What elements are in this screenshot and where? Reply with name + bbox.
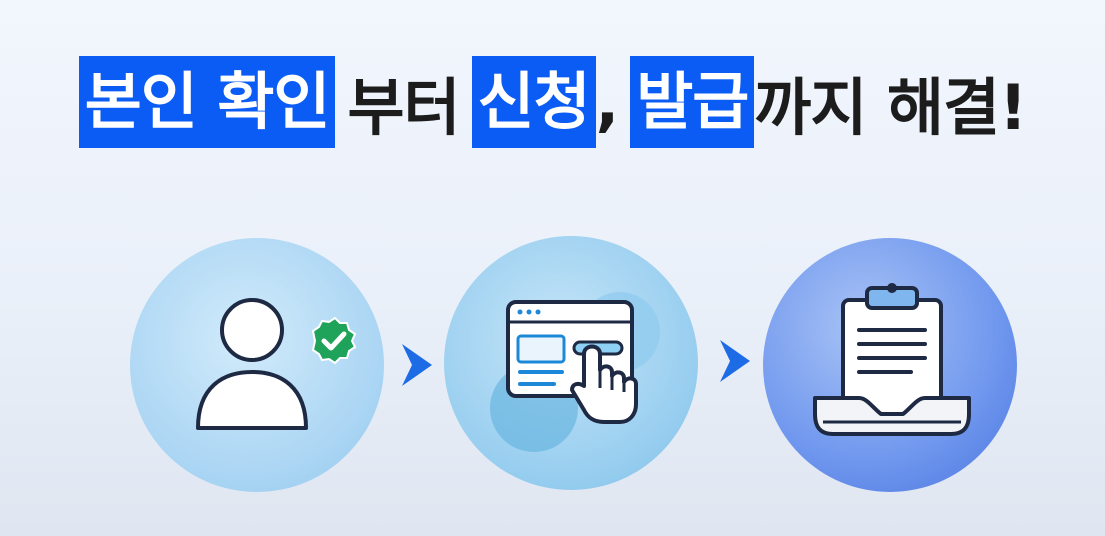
step-identity-circle — [130, 238, 384, 492]
chevron-right-icon — [400, 342, 434, 388]
headline-highlight-identity: 본인 확인 — [78, 56, 336, 148]
web-application-click-icon — [490, 292, 660, 452]
document-issuance-icon — [813, 283, 971, 436]
headline-comma: , — [595, 65, 620, 139]
headline-text-until-solved: 까지 해결! — [754, 71, 1027, 144]
headline-highlight-issue: 발급 — [630, 56, 755, 148]
headline-highlight-apply: 신청 — [471, 56, 596, 148]
verified-user-icon — [196, 298, 357, 430]
chevron-right-icon — [718, 338, 752, 384]
headline-text-from: 부터 — [347, 71, 460, 144]
step-issue-circle — [763, 238, 1017, 492]
step-apply-circle — [444, 236, 698, 490]
headline: 본인 확인 부터 신청 , 발급 까지 해결! — [0, 52, 1105, 152]
